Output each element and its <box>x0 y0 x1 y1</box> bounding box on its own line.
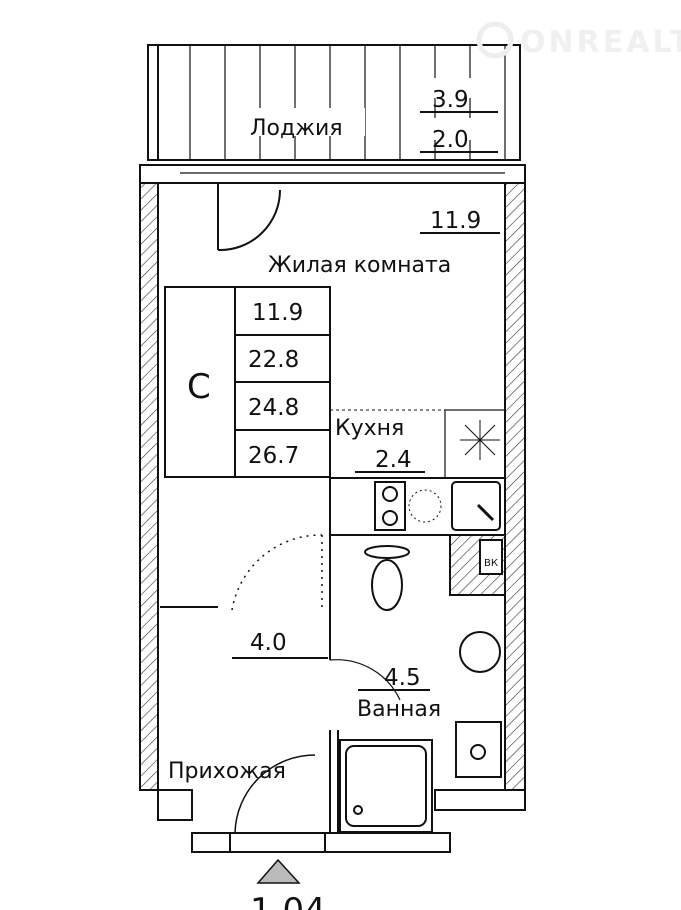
loggia-area-total: 3.9 <box>432 87 469 113</box>
living-room-label: Жилая комната <box>268 253 451 278</box>
walls <box>139 164 526 853</box>
loggia-label: Лоджия <box>250 116 343 141</box>
bathroom-area: 4.5 <box>384 665 421 691</box>
washbasin-icon <box>459 631 501 673</box>
living-room-area: 11.9 <box>430 208 481 234</box>
entrance-marker-icon <box>256 858 301 884</box>
svg-text:ONREALT: ONREALT <box>520 25 681 60</box>
hall-area: 4.0 <box>250 630 287 656</box>
hall-doors <box>160 534 430 834</box>
bathroom-walls <box>329 534 506 833</box>
kitchen-label: Кухня <box>335 416 404 441</box>
entrance-marker-label: 1.04 <box>250 891 326 910</box>
summary-value: 22.8 <box>248 347 299 373</box>
toilet-icon <box>364 545 410 559</box>
summary-value: 26.7 <box>248 443 299 469</box>
bathroom-label: Ванная <box>357 697 441 722</box>
kitchen-area: 2.4 <box>375 447 412 473</box>
summary-value: 11.9 <box>252 300 303 326</box>
watermark-logo: ONREALT <box>476 21 681 60</box>
shower-icon <box>339 739 433 833</box>
washing-machine-icon <box>455 721 502 778</box>
loggia <box>147 44 521 161</box>
balcony-door <box>217 183 281 252</box>
sink-icon <box>451 481 501 531</box>
vk-label: ВК <box>484 558 498 569</box>
summary-table <box>164 286 331 478</box>
summary-value: 24.8 <box>248 395 299 421</box>
hallway-label: Прихожая <box>168 759 286 784</box>
apartment-type: C <box>187 367 211 407</box>
loggia-area-reduced: 2.0 <box>432 127 469 153</box>
stove-icon <box>374 481 406 531</box>
